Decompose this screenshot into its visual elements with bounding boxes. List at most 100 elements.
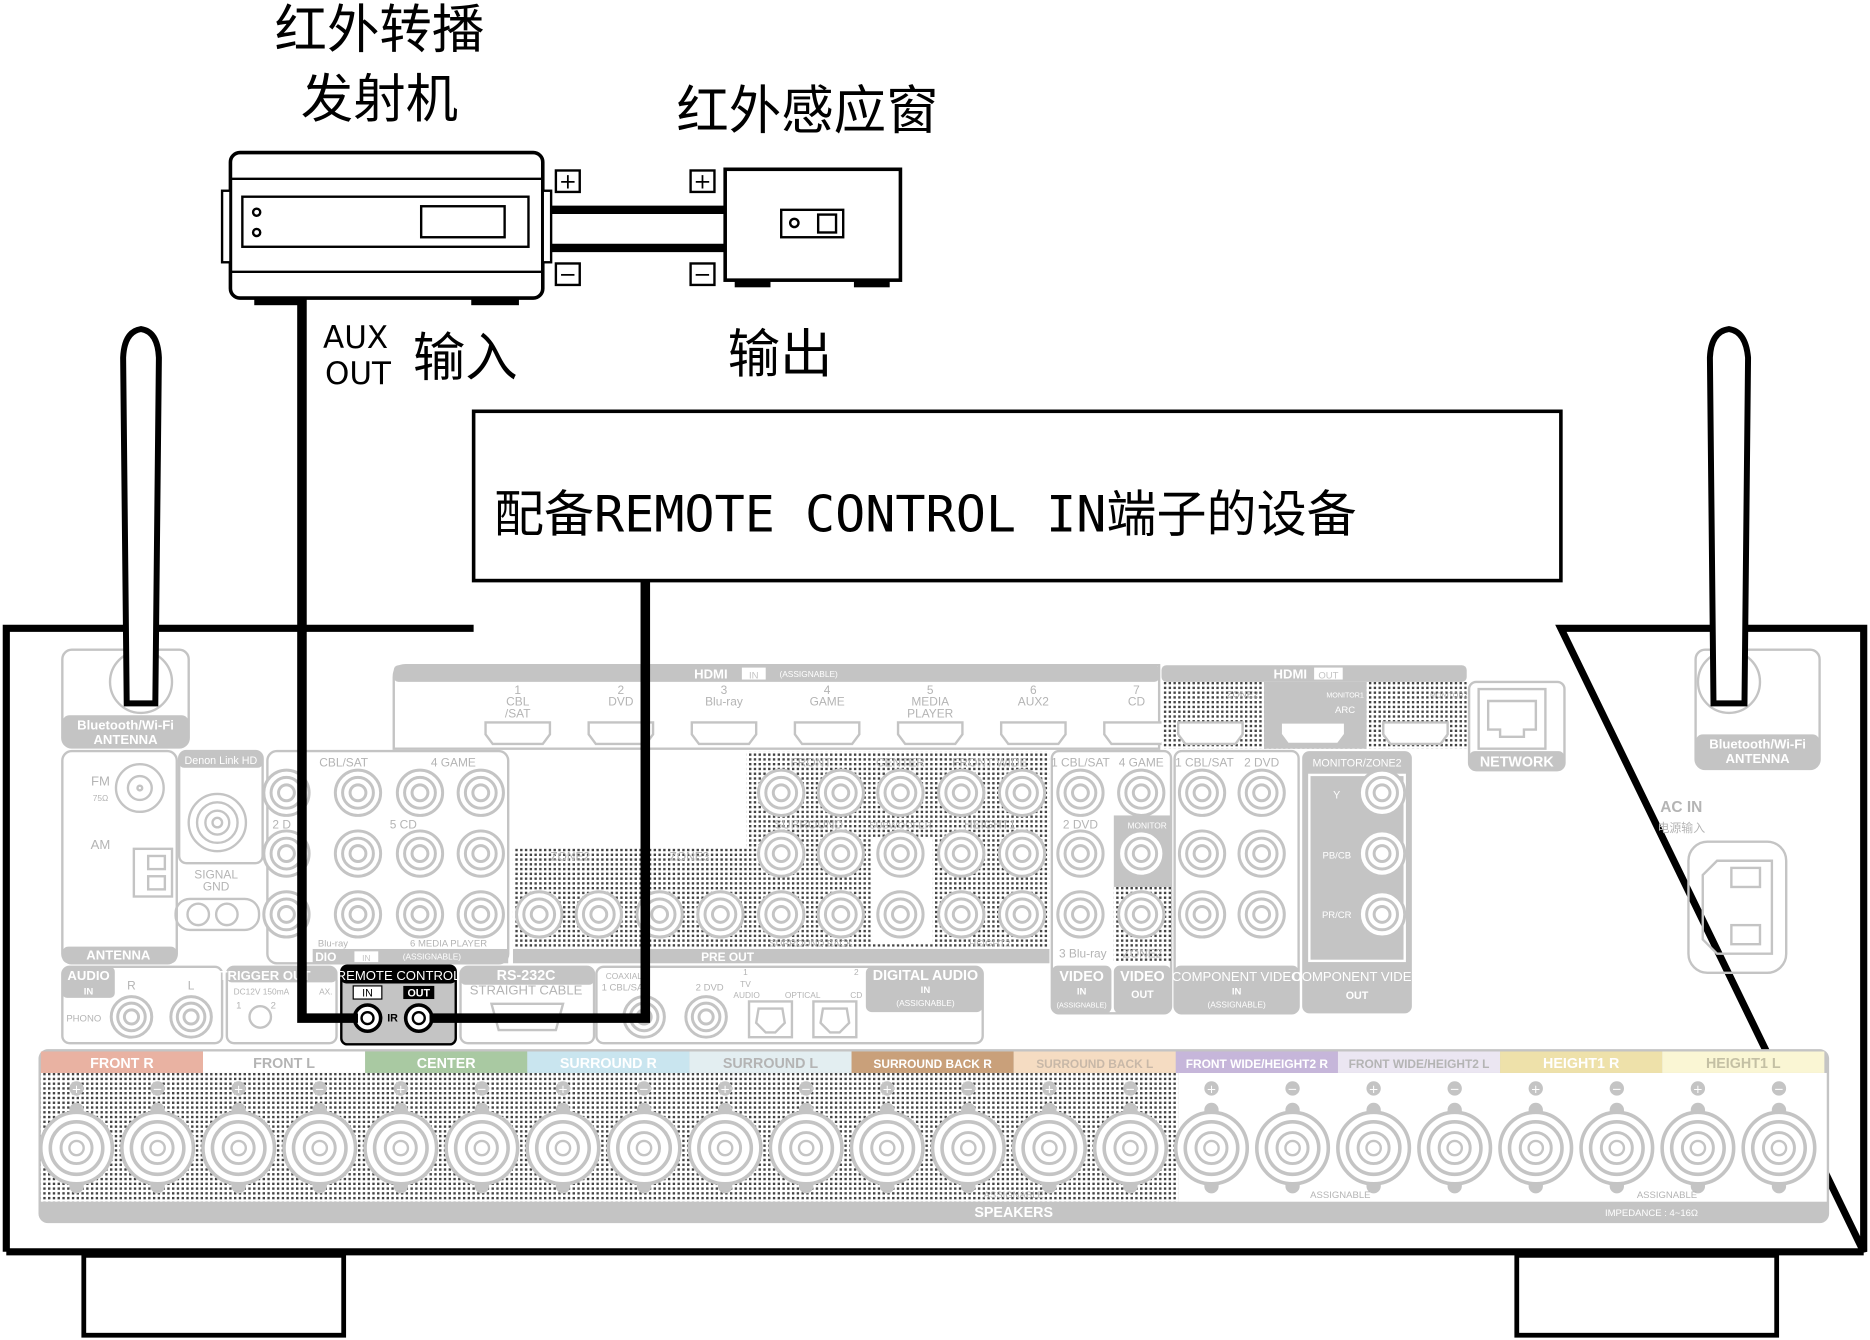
denon-link-jack[interactable]: [187, 792, 248, 853]
trigger-jack-1[interactable]: [248, 1005, 273, 1029]
audio-in-jack[interactable]: [395, 829, 445, 878]
speaker-terminal-positive[interactable]: +: [1011, 1081, 1087, 1194]
audio-in-jack[interactable]: [395, 890, 445, 939]
video-jack[interactable]: [1117, 829, 1166, 878]
video-jack[interactable]: [1056, 829, 1105, 878]
speaker-terminal-negative[interactable]: −: [1579, 1081, 1655, 1194]
component-jack[interactable]: [1357, 768, 1407, 817]
svg-text:STRAIGHT CABLE: STRAIGHT CABLE: [470, 982, 583, 997]
speaker-terminal-negative[interactable]: −: [1741, 1081, 1817, 1194]
audio-in-jack[interactable]: [333, 768, 383, 817]
pre-out-jack[interactable]: [937, 829, 986, 878]
audio-in-jack[interactable]: [456, 829, 505, 878]
hdmi-out-monitor2-port[interactable]: [1382, 721, 1449, 746]
minus-icon: −: [963, 1082, 973, 1096]
pre-out-jack[interactable]: [997, 768, 1047, 817]
speaker-terminal-positive[interactable]: +: [1336, 1081, 1412, 1194]
pre-out-jack[interactable]: [515, 890, 564, 939]
hdmi-out-zone2-port[interactable]: [1177, 721, 1244, 746]
audio-in-jack[interactable]: [333, 829, 383, 878]
remote-in-jack[interactable]: [352, 1003, 383, 1034]
pre-out-jack[interactable]: [937, 768, 986, 817]
speaker-terminal-negative[interactable]: −: [768, 1081, 844, 1194]
fm-antenna-jack[interactable]: [114, 762, 165, 814]
remote-out-jack[interactable]: [403, 1003, 434, 1034]
pre-out-jack[interactable]: [757, 829, 806, 878]
pre-out-jack[interactable]: [757, 768, 806, 817]
bluetooth-wifi-antenna-left[interactable]: Bluetooth/Wi-Fi ANTENNA: [61, 326, 190, 749]
video-jack[interactable]: [1117, 768, 1166, 817]
svg-text:OUT: OUT: [407, 988, 430, 1000]
speaker-terminal-positive[interactable]: +: [1660, 1081, 1736, 1194]
component-jack[interactable]: [1177, 768, 1227, 817]
speaker-terminal-positive[interactable]: +: [38, 1081, 115, 1194]
speaker-terminal-negative[interactable]: −: [120, 1081, 196, 1194]
pre-out-jack[interactable]: [816, 829, 865, 878]
speaker-channel-label: FRONT L: [203, 1051, 366, 1073]
component-jack[interactable]: [1237, 890, 1286, 939]
speaker-terminal-positive[interactable]: +: [201, 1081, 277, 1194]
speaker-terminal-positive[interactable]: +: [363, 1081, 439, 1194]
pre-out-jack[interactable]: [574, 890, 623, 939]
svg-text:IN: IN: [84, 986, 94, 997]
optical-jack-tv[interactable]: [747, 1000, 794, 1039]
speaker-terminal-positive[interactable]: +: [525, 1081, 601, 1194]
speaker-terminal-negative[interactable]: −: [930, 1081, 1006, 1194]
speaker-terminal-negative[interactable]: −: [282, 1081, 358, 1194]
speaker-terminal-positive[interactable]: +: [1498, 1081, 1574, 1194]
speaker-terminal-negative[interactable]: −: [444, 1081, 520, 1194]
pre-out-jack[interactable]: [816, 890, 865, 939]
speaker-terminal-negative[interactable]: −: [606, 1081, 682, 1194]
component-jack[interactable]: [1177, 829, 1227, 878]
bottom-rca-jack[interactable]: [169, 995, 213, 1039]
component-jack[interactable]: [1237, 829, 1286, 878]
plus-icon: +: [558, 1082, 568, 1096]
pre-out-jack[interactable]: [876, 768, 925, 817]
audio-in-jack[interactable]: [456, 890, 505, 939]
speaker-terminal-positive[interactable]: +: [687, 1081, 763, 1194]
video-jack[interactable]: [1117, 890, 1166, 939]
pre-out-jack[interactable]: [876, 890, 925, 939]
pre-out-jack[interactable]: [816, 768, 865, 817]
am-antenna-terminal[interactable]: [132, 847, 174, 898]
speaker-terminal-negative[interactable]: −: [1092, 1081, 1168, 1194]
audio-in-jack[interactable]: [456, 768, 505, 817]
rs232c-port[interactable]: RS-232C STRAIGHT CABLE: [459, 965, 596, 1045]
ac-in-socket[interactable]: AC IN 电源输入: [1657, 799, 1788, 975]
video-jack[interactable]: [1056, 768, 1105, 817]
minus-icon: −: [1612, 1082, 1622, 1096]
pre-out-jack[interactable]: [937, 890, 986, 939]
bottom-rca-jack[interactable]: [684, 995, 728, 1039]
component-jack[interactable]: [1357, 890, 1407, 939]
pre-out-jack[interactable]: [757, 890, 806, 939]
bottom-rca-jack[interactable]: [109, 995, 154, 1039]
audio-in-jack[interactable]: [333, 890, 383, 939]
optical-jack-cd[interactable]: [812, 1000, 858, 1039]
pre-out-jack[interactable]: [876, 829, 925, 878]
video-jack[interactable]: [1056, 890, 1105, 939]
component-jack[interactable]: [1237, 768, 1286, 817]
svg-text:Bluetooth/Wi-Fi: Bluetooth/Wi-Fi: [1709, 737, 1806, 752]
speaker-terminal-positive[interactable]: +: [849, 1081, 925, 1194]
component-jack[interactable]: [1357, 829, 1407, 878]
hdmi-out-monitor1-port[interactable]: [1279, 721, 1347, 746]
bluetooth-wifi-antenna-right[interactable]: Bluetooth/Wi-Fi ANTENNA: [1694, 326, 1821, 771]
signal-gnd-terminal[interactable]: [174, 897, 261, 932]
network-port[interactable]: NETWORK: [1467, 680, 1566, 772]
svg-text:ARC: ARC: [1335, 705, 1355, 716]
pre-out-jack[interactable]: [997, 829, 1047, 878]
pre-out-jack[interactable]: [696, 890, 745, 939]
svg-text:CD: CD: [850, 990, 862, 1000]
speaker-terminal-positive[interactable]: +: [1173, 1081, 1250, 1194]
speaker-terminal-negative[interactable]: −: [1417, 1081, 1493, 1194]
pre-out-jack[interactable]: [997, 890, 1047, 939]
component-jack[interactable]: [1177, 890, 1227, 939]
speaker-terminal-negative[interactable]: −: [1255, 1081, 1331, 1194]
audio-in-jack[interactable]: [395, 768, 445, 817]
